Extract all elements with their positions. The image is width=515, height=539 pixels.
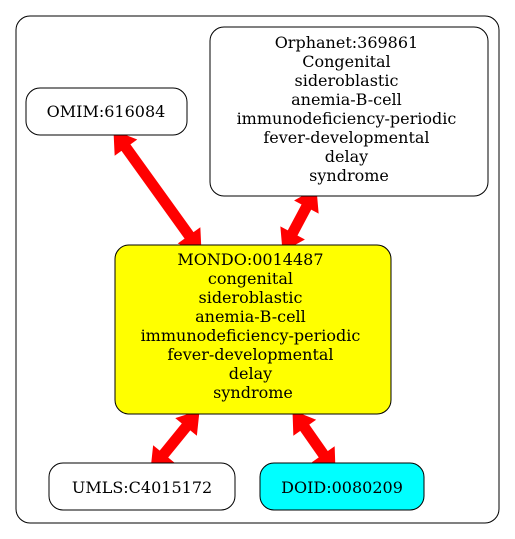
edge-omim-mondo: [113, 130, 202, 253]
node-box: [25, 87, 188, 136]
node-doid[interactable]: DOID:0080209: [259, 462, 425, 511]
node-label: Orphanet:369861 Congenital sideroblastic…: [237, 33, 462, 185]
node-box: [48, 462, 236, 511]
node-label: DOID:0080209: [281, 478, 403, 497]
node-box: [114, 244, 392, 415]
node-label: MONDO:0014487 congenital sideroblastic a…: [141, 250, 366, 402]
node-omim[interactable]: OMIM:616084: [25, 87, 188, 136]
edge-line: [116, 137, 199, 246]
edge-arrowhead-tail: [175, 410, 200, 436]
node-label: OMIM:616084: [47, 102, 166, 121]
node-umls[interactable]: UMLS:C4015172: [48, 462, 236, 511]
edge-line: [154, 416, 196, 465]
node-label: UMLS:C4015172: [72, 478, 212, 497]
node-box: [209, 26, 489, 197]
node-box: [259, 462, 425, 511]
node-orphanet[interactable]: Orphanet:369861 Congenital sideroblastic…: [209, 26, 489, 197]
edge-arrowhead-tail: [292, 410, 317, 436]
node-mondo[interactable]: MONDO:0014487 congenital sideroblastic a…: [114, 244, 392, 415]
